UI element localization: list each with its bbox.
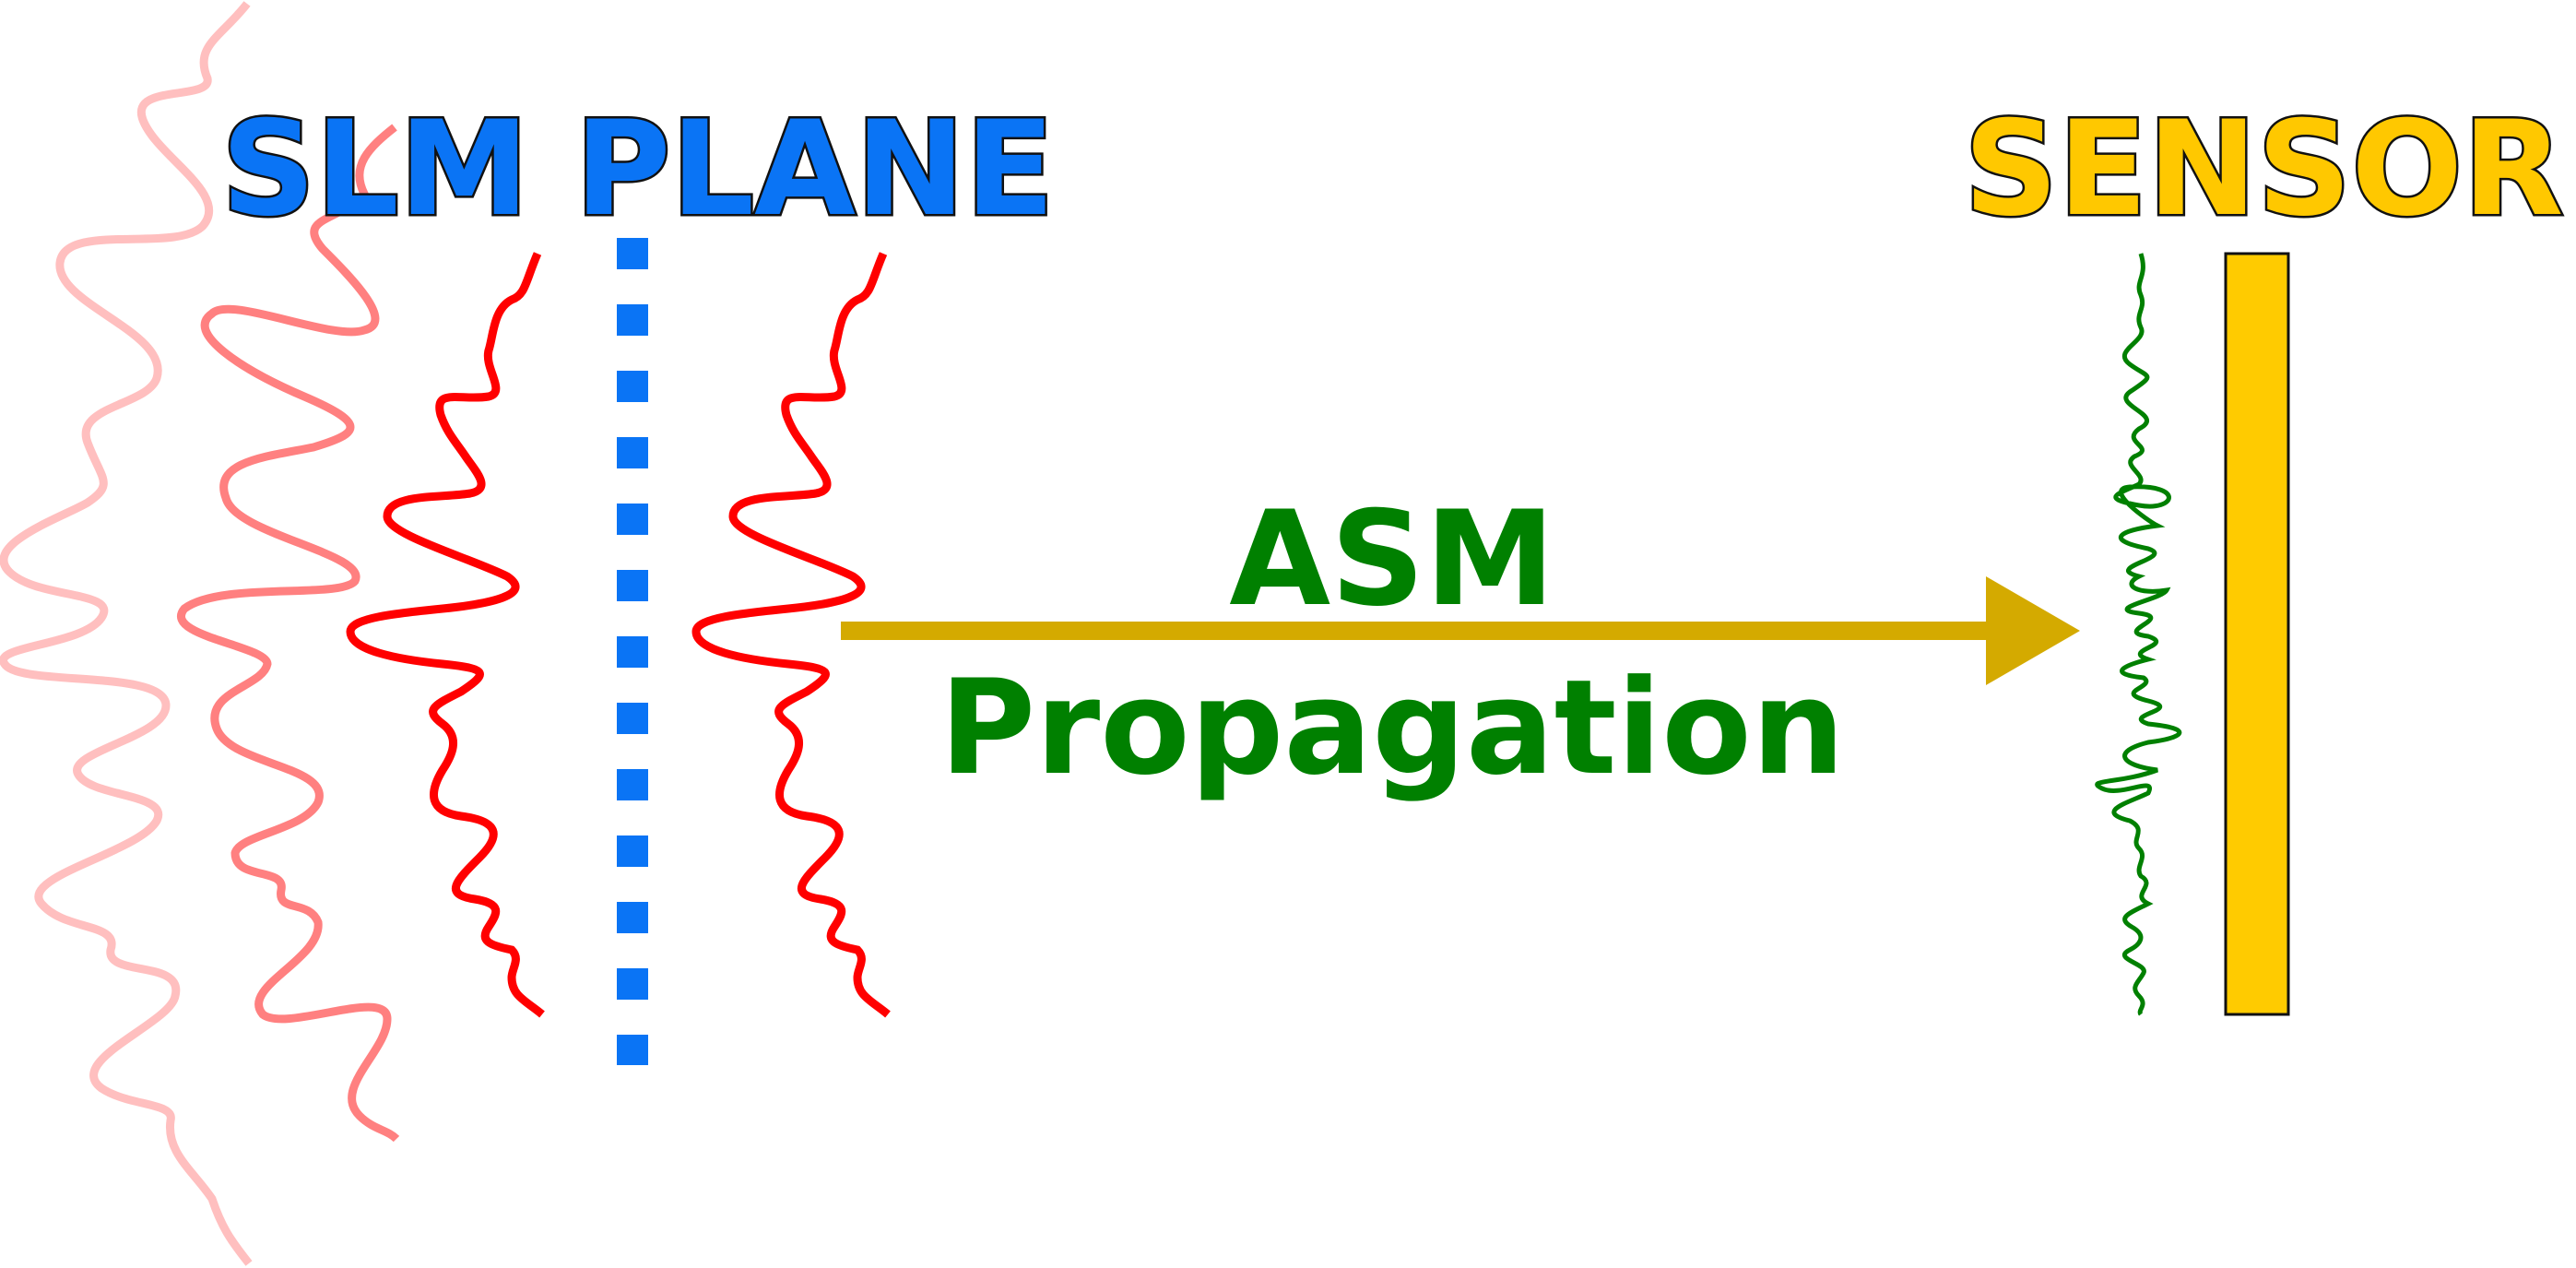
- incoming-wave-near: [346, 252, 545, 1018]
- incoming-wave-mid: [177, 124, 400, 1143]
- sensor-wave: [2095, 253, 2182, 1016]
- sensor-bar: [2224, 252, 2290, 1016]
- sensor-title: SENSOR: [1964, 93, 2563, 245]
- incoming-wave-faint: [0, 1, 253, 1266]
- propagation-arrow-head: [1986, 576, 2080, 685]
- slm-plane-title: SLM PLANE: [221, 93, 1055, 245]
- propagation-label: Propagation: [939, 652, 1845, 804]
- modulated-wave: [691, 252, 891, 1018]
- asm-label: ASM: [1229, 483, 1554, 635]
